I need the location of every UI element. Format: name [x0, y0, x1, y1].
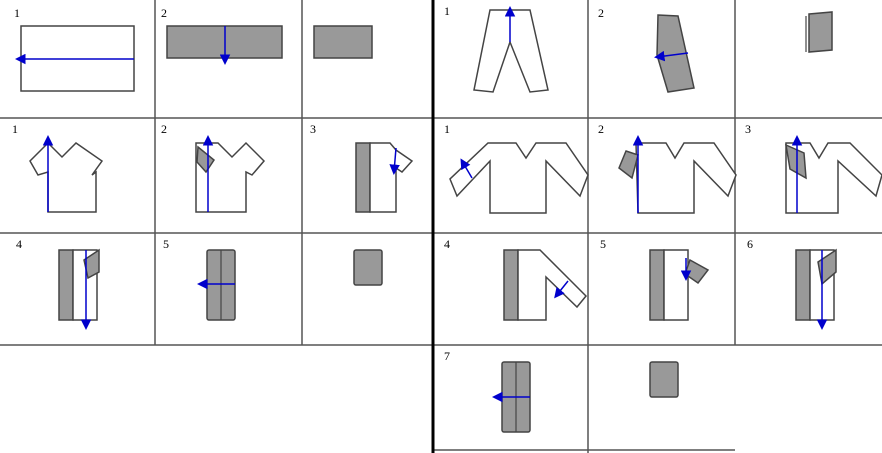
longsleeve-flat [450, 143, 588, 213]
step-number: 2 [598, 122, 604, 136]
longsleeve-result [650, 362, 678, 397]
longsleeve-step-1: 1 [444, 122, 588, 213]
towel-step-1: 1 [14, 6, 134, 91]
longsleeve-folded-final [650, 362, 678, 397]
longsleeve-body [636, 143, 736, 213]
tshirt-step-3: 3 [310, 122, 412, 212]
step-number: 1 [12, 122, 18, 136]
folded-side [356, 143, 370, 212]
pants-flat [474, 10, 548, 92]
longsleeve-step-5: 5 [600, 237, 708, 320]
step-number: 1 [14, 6, 20, 20]
folded-side [796, 250, 810, 320]
longsleeve-half [518, 250, 586, 320]
pants-folded-half [657, 15, 694, 92]
tshirt-step-1: 1 [12, 122, 102, 212]
step-number: 7 [444, 349, 450, 363]
step-number: 6 [747, 237, 753, 251]
tshirt-result [354, 250, 382, 285]
tshirt-step-4: 4 [16, 237, 99, 327]
folded-side [504, 250, 518, 320]
step-number: 3 [310, 122, 316, 136]
longsleeve-step-6: 6 [747, 237, 836, 327]
step-number: 2 [598, 6, 604, 20]
tshirt-folded-final [354, 250, 382, 285]
folded-side [650, 250, 664, 320]
pants-folded-final [809, 12, 832, 52]
longsleeve-half [664, 250, 688, 320]
folded-sleeve [619, 151, 638, 178]
step-number: 2 [161, 122, 167, 136]
step-number: 4 [16, 237, 22, 251]
folded-side [59, 250, 73, 320]
longsleeve-step-4: 4 [444, 237, 586, 320]
towel-folded-final [314, 26, 372, 58]
tshirt-step-2: 2 [161, 122, 264, 212]
tshirt-half [370, 143, 412, 212]
tshirt-flat [30, 143, 102, 212]
step-number: 1 [444, 122, 450, 136]
towel-step-2: 2 [161, 6, 282, 62]
step-number: 4 [444, 237, 450, 251]
pants-step-1: 1 [444, 4, 548, 92]
pants-result [806, 12, 832, 52]
step-number: 1 [444, 4, 450, 18]
longsleeve-step-2: 2 [598, 122, 736, 213]
step-number: 3 [745, 122, 751, 136]
longsleeve-step-7: 7 [444, 349, 530, 432]
step-number: 5 [163, 237, 169, 251]
tshirt-step-5: 5 [163, 237, 235, 320]
step-number: 5 [600, 237, 606, 251]
longsleeve-step-3: 3 [745, 122, 882, 213]
step-number: 2 [161, 6, 167, 20]
pants-step-2: 2 [598, 6, 694, 92]
towel-result [314, 26, 372, 58]
